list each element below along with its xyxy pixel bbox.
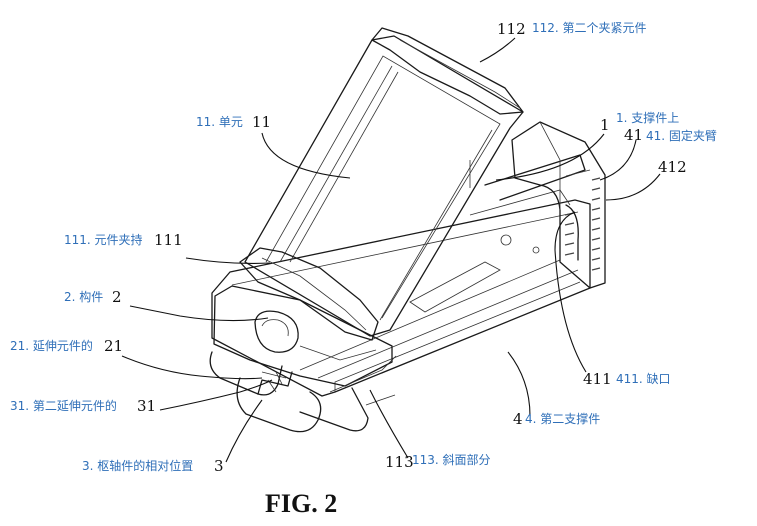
leader-21 (121, 355, 263, 380)
ref-number-3: 3 (214, 457, 224, 475)
ref-number-31: 31 (137, 397, 156, 415)
label-112: 112 112. 第二个夹紧元件 (497, 20, 647, 38)
leader-412 (605, 173, 661, 201)
annotation-31: 31. 第二延伸元件的 (10, 398, 117, 413)
second-clamping-edge (399, 39, 521, 109)
annotation-113: 113. 斜面部分 (412, 452, 491, 467)
leader-411 (554, 211, 587, 373)
label-411: 411 411. 缺口 (583, 370, 671, 388)
annotation-21: 21. 延伸元件的 (10, 338, 93, 353)
leader-31 (159, 379, 273, 411)
label-21: 21. 延伸元件的 21 (10, 337, 123, 355)
leader-113 (369, 389, 409, 459)
element-holder (239, 247, 379, 341)
ref-number-11: 11 (252, 113, 271, 131)
label-412: 412 (658, 158, 687, 176)
notch-cutout (565, 204, 579, 261)
ref-number-113: 113 (385, 453, 414, 471)
annotation-41: 41. 固定夹臂 (646, 128, 717, 143)
second-clamping-element (371, 27, 524, 115)
label-11: 11. 单元 11 (196, 113, 271, 131)
label-31: 31. 第二延伸元件的 31 (10, 397, 156, 415)
label-4: 4 4. 第二支撑件 (513, 410, 600, 428)
ref-number-412: 412 (658, 158, 687, 176)
label-41: 41 41. 固定夹臂 (624, 126, 717, 144)
leader-112 (479, 37, 516, 63)
leader-41 (599, 139, 637, 181)
leader-11 (261, 132, 351, 179)
annotation-3: 3. 枢轴件的相对位置 (82, 458, 193, 473)
support-arm (484, 154, 586, 201)
leader-2 (129, 305, 269, 322)
label-1: 1 1. 支撑件上 (600, 110, 679, 134)
leader-111 (185, 257, 271, 264)
annotation-411: 411. 缺口 (616, 371, 671, 386)
annotation-4: 4. 第二支撑件 (525, 411, 600, 426)
ref-number-4: 4 (513, 410, 523, 428)
label-2: 2. 构件 2 (64, 288, 122, 306)
element-holder-edge (261, 257, 367, 331)
ref-number-2: 2 (112, 288, 122, 306)
annotation-112: 112. 第二个夹紧元件 (532, 21, 647, 35)
holding-unit-panel (244, 35, 524, 337)
annotation-1: 1. 支撑件上 (616, 110, 679, 125)
ref-number-411: 411 (583, 370, 612, 388)
ref-number-1: 1 (600, 116, 610, 134)
bevel-part-lower (365, 394, 396, 406)
member-body (213, 285, 393, 387)
annotation-11: 11. 单元 (196, 115, 243, 129)
leader-1 (495, 133, 605, 181)
figure-caption: FIG. 2 (265, 489, 337, 518)
annotation-111: 111. 元件夹持 (64, 232, 143, 247)
ref-number-112: 112 (497, 20, 526, 38)
ref-number-41: 41 (624, 126, 643, 144)
pivot-assembly (209, 351, 369, 433)
leader-4 (507, 351, 531, 417)
label-111: 111. 元件夹持 111 (64, 231, 183, 249)
annotation-2: 2. 构件 (64, 289, 103, 304)
grip-texture (564, 177, 601, 271)
ref-number-111: 111 (154, 231, 183, 249)
label-113: 113 113. 斜面部分 (385, 452, 491, 471)
ref-number-21: 21 (104, 337, 123, 355)
device-drawing (209, 27, 606, 433)
leader-3 (225, 399, 263, 463)
bevel-part (329, 355, 397, 393)
leader-lines (121, 37, 661, 463)
label-3: 3. 枢轴件的相对位置 3 (82, 457, 224, 475)
